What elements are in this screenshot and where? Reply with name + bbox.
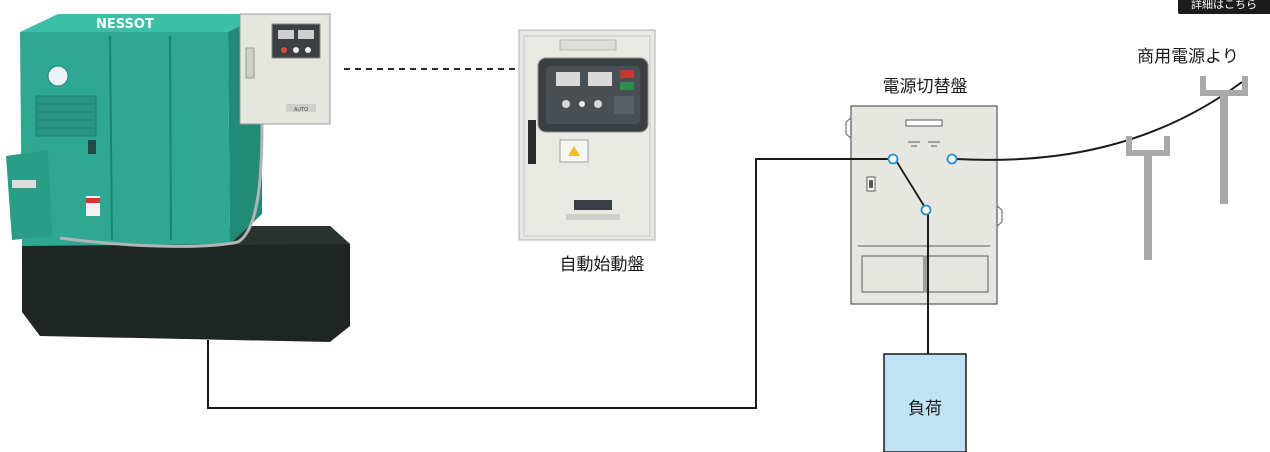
commercial-power-wire [955, 81, 1243, 161]
transfer-switch-arm [894, 158, 927, 210]
load-box [883, 353, 967, 452]
generator-wire [207, 158, 890, 409]
commercial-power-label: 商用電源より [1137, 47, 1239, 67]
generator-brand: NESSOT [96, 17, 154, 32]
generator-terminal [887, 153, 899, 165]
load-label: 負荷 [908, 399, 942, 419]
utility-poles [1126, 76, 1248, 260]
auto-start-panel-image [518, 29, 656, 241]
commercial-terminal [946, 153, 958, 165]
generator-image: AUTO [6, 13, 350, 342]
details-link[interactable]: 詳細はこちら [1178, 0, 1270, 14]
load-terminal [920, 204, 932, 216]
control-box-tag: AUTO [294, 107, 308, 113]
auto-start-panel-label: 自動始動盤 [560, 255, 645, 275]
transfer-panel-label: 電源切替盤 [883, 77, 968, 97]
